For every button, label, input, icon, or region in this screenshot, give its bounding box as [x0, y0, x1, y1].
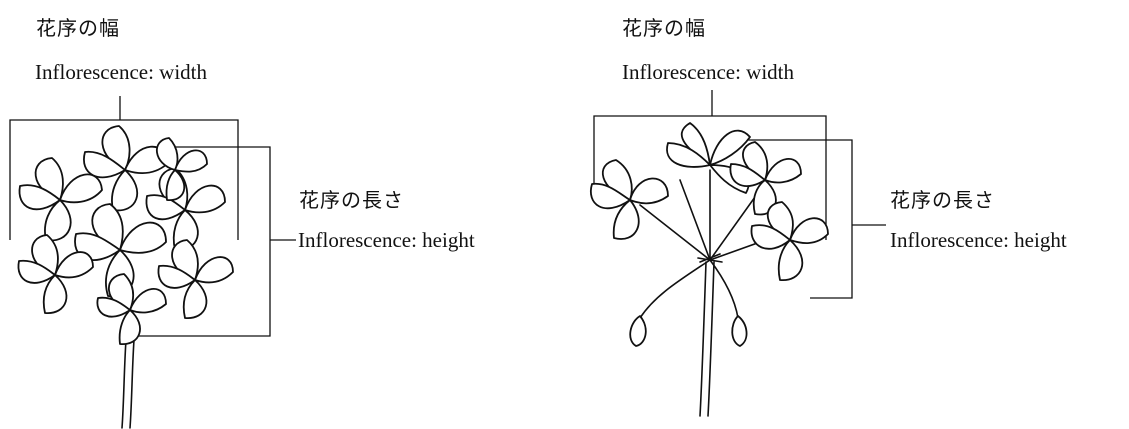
height-label-english: Inflorescence: height	[298, 228, 475, 252]
pedicels	[639, 169, 789, 319]
height-bracket	[130, 146, 296, 337]
flower-buds	[629, 315, 748, 347]
floret	[74, 203, 167, 297]
width-bracket	[9, 96, 239, 240]
floret-cluster	[589, 122, 829, 281]
open-inflorescence-drawing	[589, 90, 886, 417]
flower-stem	[699, 261, 715, 417]
diagram-panel-dense-inflorescence: 花序の幅 Inflorescence: width 花序の長さ Inflores…	[0, 0, 560, 429]
flower-stem	[121, 339, 135, 429]
floret-cluster	[17, 125, 234, 345]
floret	[157, 239, 234, 319]
width-bracket	[593, 90, 827, 240]
height-bracket	[740, 139, 886, 299]
floret	[96, 273, 167, 345]
height-label-english: Inflorescence: height	[890, 228, 1067, 252]
height-label-japanese: 花序の長さ	[299, 188, 404, 212]
width-label-english: Inflorescence: width	[35, 60, 208, 84]
floret	[83, 125, 168, 212]
height-label-japanese: 花序の長さ	[890, 188, 995, 212]
width-label-japanese: 花序の幅	[622, 16, 706, 40]
floret	[750, 201, 829, 281]
floret	[155, 137, 208, 201]
width-label-english: Inflorescence: width	[622, 60, 795, 84]
width-label-japanese: 花序の幅	[36, 16, 120, 40]
diagram-panel-open-inflorescence: 花序の幅 Inflorescence: width 花序の長さ Inflores…	[560, 0, 1129, 429]
floret	[589, 159, 669, 240]
dense-inflorescence-drawing	[9, 96, 296, 429]
floret	[18, 157, 103, 242]
floret	[17, 234, 94, 314]
floret	[729, 141, 802, 216]
floret	[666, 122, 751, 194]
